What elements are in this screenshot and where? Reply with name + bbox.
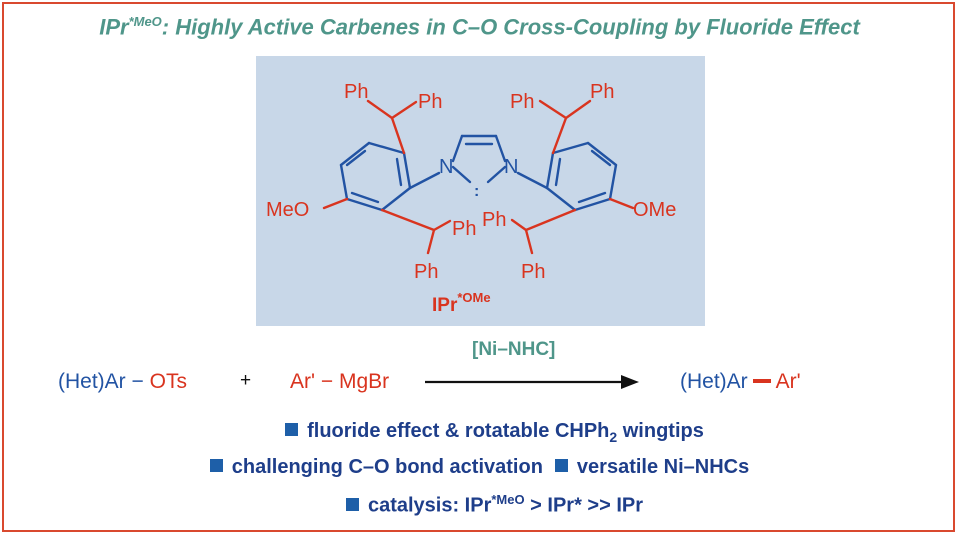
bond xyxy=(577,191,607,204)
structure-name-sup: *OMe xyxy=(457,290,490,305)
bond xyxy=(350,191,380,204)
bond xyxy=(402,151,412,190)
ph-label: Ph xyxy=(344,81,368,103)
ph-label: Ph xyxy=(418,91,442,113)
bond-dash: − xyxy=(315,370,339,393)
bond xyxy=(590,149,612,167)
reactant-1: (Het)Ar − OTs xyxy=(58,370,187,394)
bond xyxy=(408,171,441,190)
bond xyxy=(564,99,592,120)
bond xyxy=(380,208,436,232)
bond xyxy=(339,141,371,167)
bullet-1: fluoride effect & rotatable CHPh2 wingti… xyxy=(0,420,959,445)
square-bullet-icon xyxy=(285,423,299,436)
bullet-3: catalysis: IPr*MeO > IPr* >> IPr xyxy=(0,492,959,518)
bond xyxy=(345,197,384,212)
ph-label: Ph xyxy=(414,261,438,283)
product-bond xyxy=(752,379,771,383)
bond xyxy=(380,186,412,212)
title-sup: *MeO xyxy=(128,14,162,29)
bond xyxy=(586,141,618,167)
bond-dash: − xyxy=(125,370,150,393)
ph-label: Ph xyxy=(452,218,476,240)
reactant2-grignard: MgBr xyxy=(338,370,390,393)
bond xyxy=(510,218,528,232)
ph-label: Ph xyxy=(590,81,614,103)
ph-label: Ph xyxy=(510,91,534,113)
bullet-3-text-end: > IPr* >> IPr xyxy=(524,494,644,517)
bond xyxy=(524,228,534,255)
bond xyxy=(432,219,452,232)
arrow-head xyxy=(621,375,639,389)
ph-label: Ph xyxy=(521,261,545,283)
bond xyxy=(426,228,436,255)
square-bullet-icon xyxy=(554,459,568,472)
square-bullet-icon xyxy=(345,497,359,511)
bullet-2b-text: versatile Ni–NHCs xyxy=(576,456,750,478)
bond xyxy=(367,141,406,155)
bond xyxy=(494,134,507,163)
bullet-1-subscript: 2 xyxy=(609,429,618,445)
reactant-2: Ar' − MgBr xyxy=(290,370,389,394)
bond xyxy=(554,157,562,187)
bond xyxy=(538,99,568,120)
structure-name: IPr*OMe xyxy=(432,290,491,316)
ome-label: OMe xyxy=(633,199,676,221)
bullet-1-text-end: wingtips xyxy=(617,420,704,442)
product-aryl: (Het)Ar xyxy=(680,370,748,393)
bond xyxy=(339,163,349,201)
bond xyxy=(524,208,577,232)
nitrogen-label: N xyxy=(504,156,518,178)
structure-name-main: IPr xyxy=(432,295,458,316)
bond xyxy=(395,157,403,187)
title-rest: : Highly Active Carbenes in C–O Cross-Co… xyxy=(161,14,860,40)
nitrogen-label: N xyxy=(439,156,453,178)
ph-label: Ph xyxy=(482,209,506,231)
bond xyxy=(608,197,635,210)
reactant2-aryl: Ar' xyxy=(290,370,316,393)
bullet-3-superscript: *MeO xyxy=(491,492,525,507)
product: (Het)Ar Ar' xyxy=(680,370,801,394)
reactant1-aryl: (Het)Ar xyxy=(58,370,126,393)
bond xyxy=(551,116,568,155)
square-bullet-icon xyxy=(209,459,223,472)
bond xyxy=(366,99,394,120)
bond xyxy=(322,197,349,210)
bond xyxy=(608,163,618,201)
structure-panel xyxy=(256,56,705,326)
bullet-1-text: fluoride effect & rotatable CHPh xyxy=(307,420,610,442)
bond xyxy=(451,134,464,163)
bond xyxy=(390,116,406,155)
plus-sign: + xyxy=(240,370,252,391)
bullet-2a-text: challenging C–O bond activation xyxy=(231,456,543,478)
bond xyxy=(551,141,590,155)
title-main: IPr xyxy=(99,14,129,40)
ipr-ome-structure: Ph Ph Ph Ph Ph Ph Ph Ph MeO OMe N N : IP… xyxy=(266,81,676,316)
meo-label: MeO xyxy=(266,199,309,221)
bond xyxy=(390,100,418,120)
bond xyxy=(451,165,472,184)
bullet-2: challenging C–O bond activation versatile… xyxy=(0,456,959,479)
product-aryl-2: Ar' xyxy=(775,370,801,393)
bullet-3-text: catalysis: IPr xyxy=(367,494,492,517)
reactant1-leaving-group: OTs xyxy=(149,370,187,393)
bond xyxy=(545,186,577,212)
reaction-arrow xyxy=(425,375,639,389)
bond xyxy=(345,149,367,167)
bond xyxy=(516,171,549,190)
bond xyxy=(545,151,555,190)
bond xyxy=(573,197,612,212)
reaction-conditions: [Ni–NHC] xyxy=(472,339,556,360)
bond xyxy=(486,165,507,184)
carbene-lone-pair: : xyxy=(474,183,479,200)
slide-title: IPr*MeO: Highly Active Carbenes in C–O C… xyxy=(0,14,959,40)
